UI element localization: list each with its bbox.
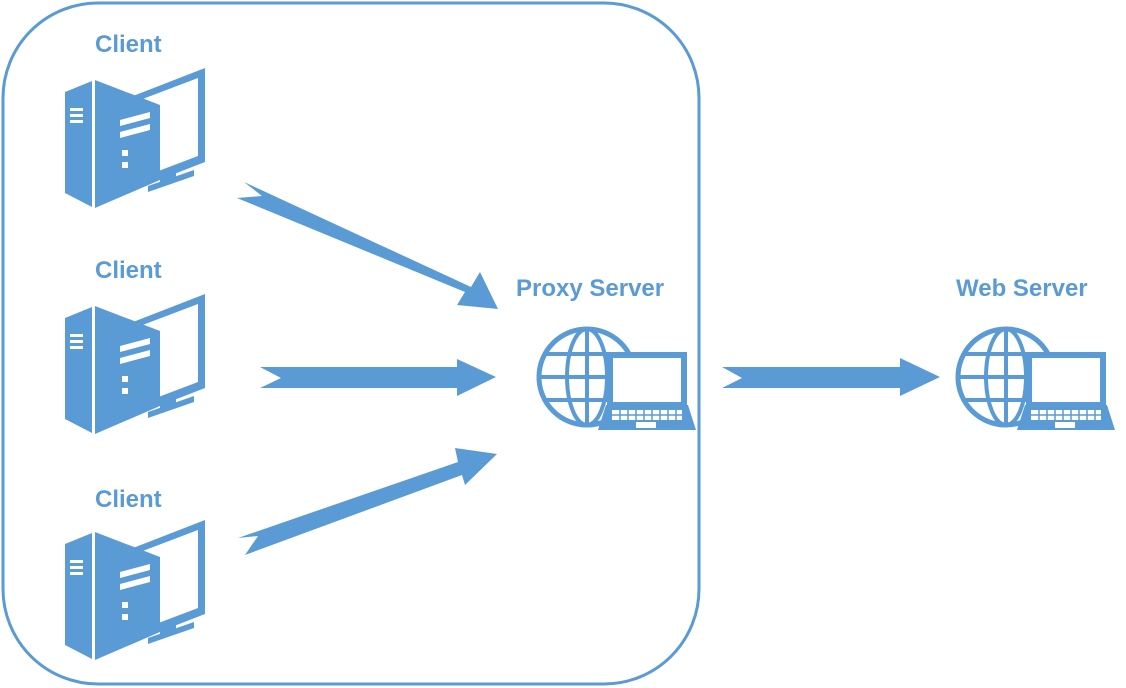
desktop-computer-icon	[65, 520, 205, 660]
proxy-network-boundary	[1, 1, 701, 686]
desktop-computer-icon	[65, 68, 205, 208]
client-label: Client	[95, 257, 162, 284]
client-label: Client	[95, 31, 162, 58]
arrow-client1-to-proxy	[237, 182, 498, 309]
arrow-proxy-to-web	[722, 358, 940, 396]
client-label: Client	[95, 486, 162, 513]
arrow-client2-to-proxy	[260, 359, 496, 396]
web-server-label: Web Server	[956, 275, 1088, 302]
globe-laptop-icon	[958, 329, 1115, 430]
arrow-client3-to-proxy	[238, 448, 497, 555]
globe-laptop-icon	[539, 329, 696, 430]
proxy-server-label: Proxy Server	[516, 275, 665, 302]
desktop-computer-icon	[65, 294, 205, 434]
